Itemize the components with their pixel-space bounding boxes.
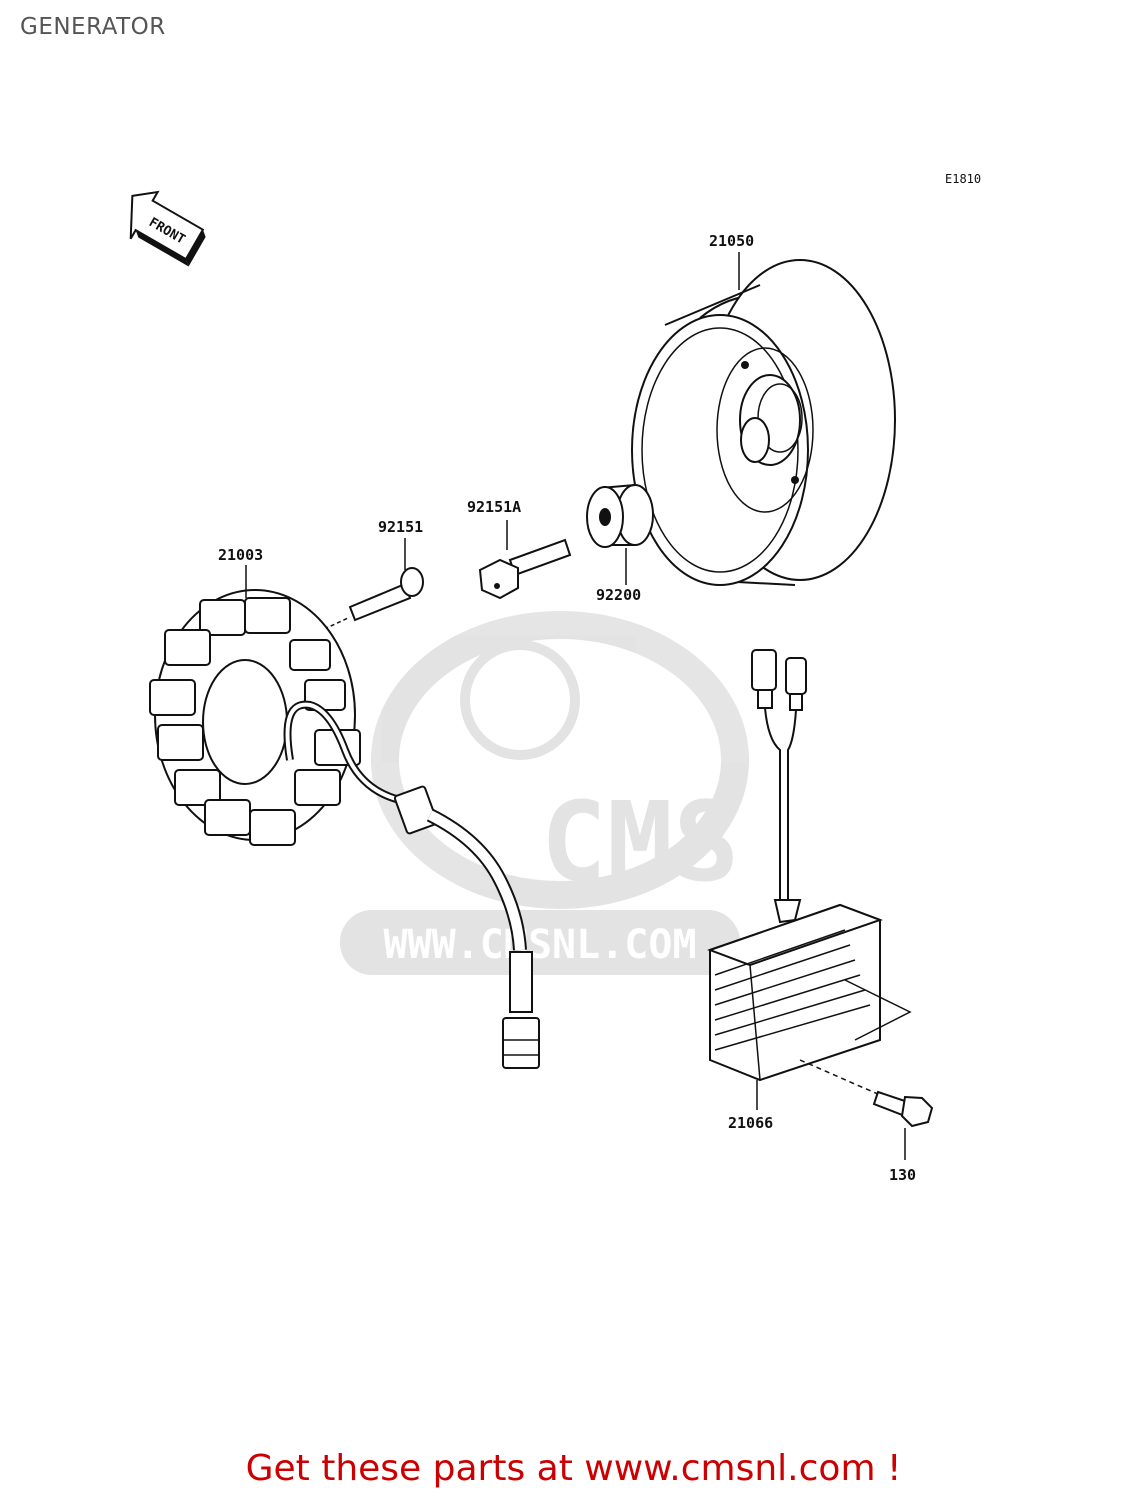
parts-diagram: CMS WWW.CMSNL.COM E1810 FRONT 21050 9220… xyxy=(129,172,981,1184)
collar xyxy=(586,484,654,548)
bolt xyxy=(317,567,424,633)
cmsnl-link[interactable]: Get these parts at www.cmsnl.com ! xyxy=(245,1448,902,1489)
bolt-a xyxy=(478,538,572,600)
diagram-code: E1810 xyxy=(945,172,981,186)
regulator-bolt xyxy=(799,1059,934,1128)
watermark: CMS WWW.CMSNL.COM xyxy=(340,611,749,975)
part-label-21066: 21066 xyxy=(728,1114,773,1132)
regulator xyxy=(707,649,912,1082)
stator xyxy=(149,589,421,846)
part-label-21003: 21003 xyxy=(218,546,263,564)
part-label-92200: 92200 xyxy=(596,586,641,604)
part-label-21050: 21050 xyxy=(709,232,754,250)
part-label-92151A: 92151A xyxy=(467,498,521,516)
watermark-url: WWW.CMSNL.COM xyxy=(383,922,696,968)
front-arrow-icon: FRONT xyxy=(129,190,206,267)
stator-wiring xyxy=(393,785,540,1069)
page-title: GENERATOR xyxy=(20,14,166,40)
footer-cta[interactable]: Get these parts at www.cmsnl.com ! xyxy=(0,1448,1147,1489)
part-label-130: 130 xyxy=(889,1166,916,1184)
flywheel xyxy=(631,259,896,586)
part-label-92151: 92151 xyxy=(378,518,423,536)
watermark-brand: CMS xyxy=(541,778,740,906)
